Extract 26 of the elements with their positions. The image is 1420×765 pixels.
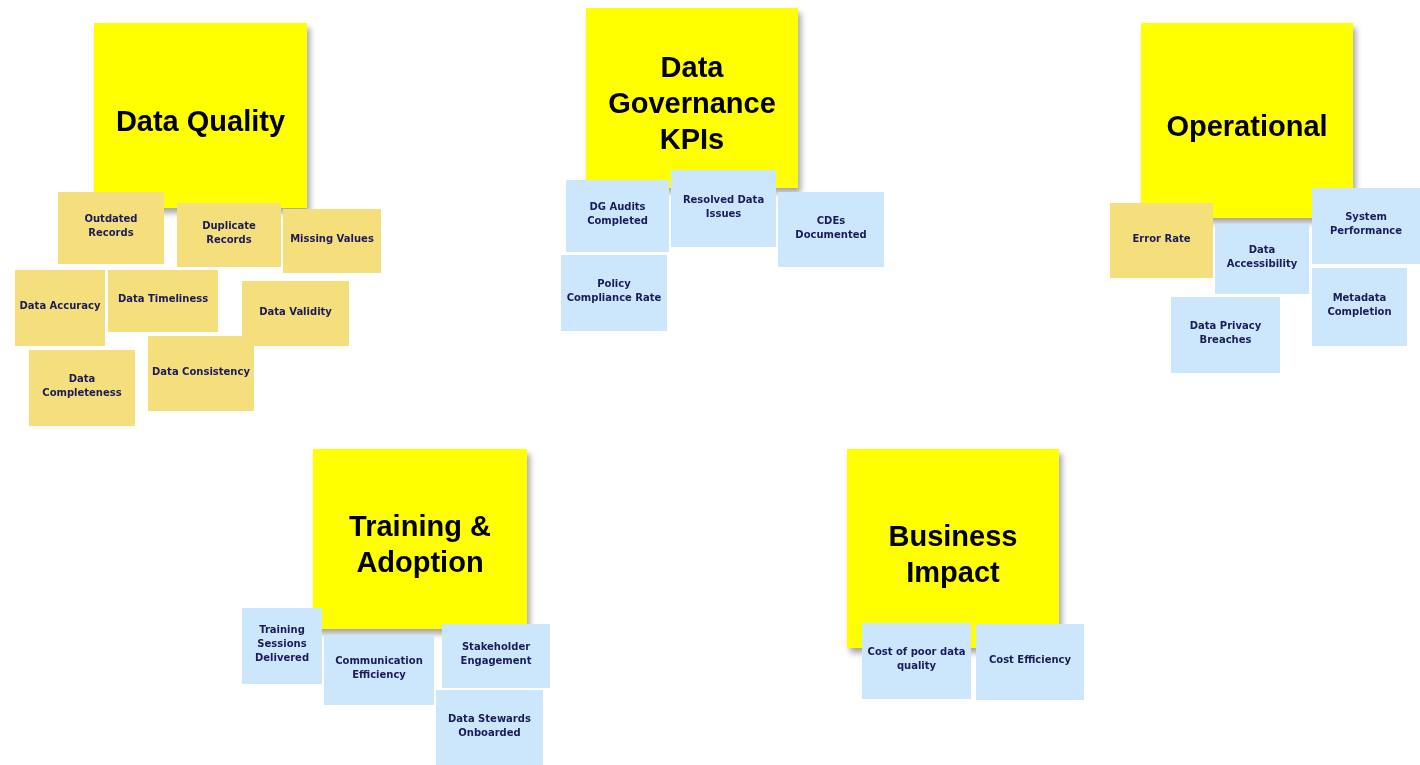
sticky-note: Outdated Records — [58, 192, 164, 264]
sticky-note: Policy Compliance Rate — [561, 255, 667, 331]
sticky-note: Metadata Completion — [1312, 268, 1407, 346]
sticky-note: Data Completeness — [29, 350, 135, 426]
sticky-note: Communication Efficiency — [324, 635, 434, 705]
sticky-note: Cost Efficiency — [976, 624, 1084, 700]
sticky-note: Stakeholder Engagement — [442, 624, 550, 688]
sticky-note: Error Rate — [1110, 203, 1213, 278]
sticky-note: Data Privacy Breaches — [1171, 297, 1280, 373]
sticky-note: Data Validity — [242, 281, 349, 346]
sticky-note: Data Accessibility — [1215, 224, 1309, 294]
sticky-note: System Performance — [1312, 188, 1420, 264]
sticky-note: Missing Values — [283, 209, 381, 273]
category-sticky-note: Data Quality — [94, 23, 307, 208]
sticky-note: Training Sessions Delivered — [242, 608, 322, 684]
sticky-note: DG Audits Completed — [566, 180, 669, 252]
sticky-note: Cost of poor data quality — [862, 623, 971, 699]
sticky-note: Resolved Data Issues — [671, 170, 776, 247]
sticky-note: Data Timeliness — [108, 270, 218, 332]
sticky-note: Data Consistency — [148, 336, 254, 411]
sticky-note: CDEs Documented — [778, 192, 884, 267]
sticky-note: Data Stewards Onboarded — [436, 690, 543, 765]
sticky-note: Data Accuracy — [15, 270, 105, 346]
sticky-note: Duplicate Records — [177, 203, 281, 267]
category-sticky-note: Training & Adoption — [313, 449, 527, 629]
category-sticky-note: Data Governance KPIs — [586, 8, 798, 188]
